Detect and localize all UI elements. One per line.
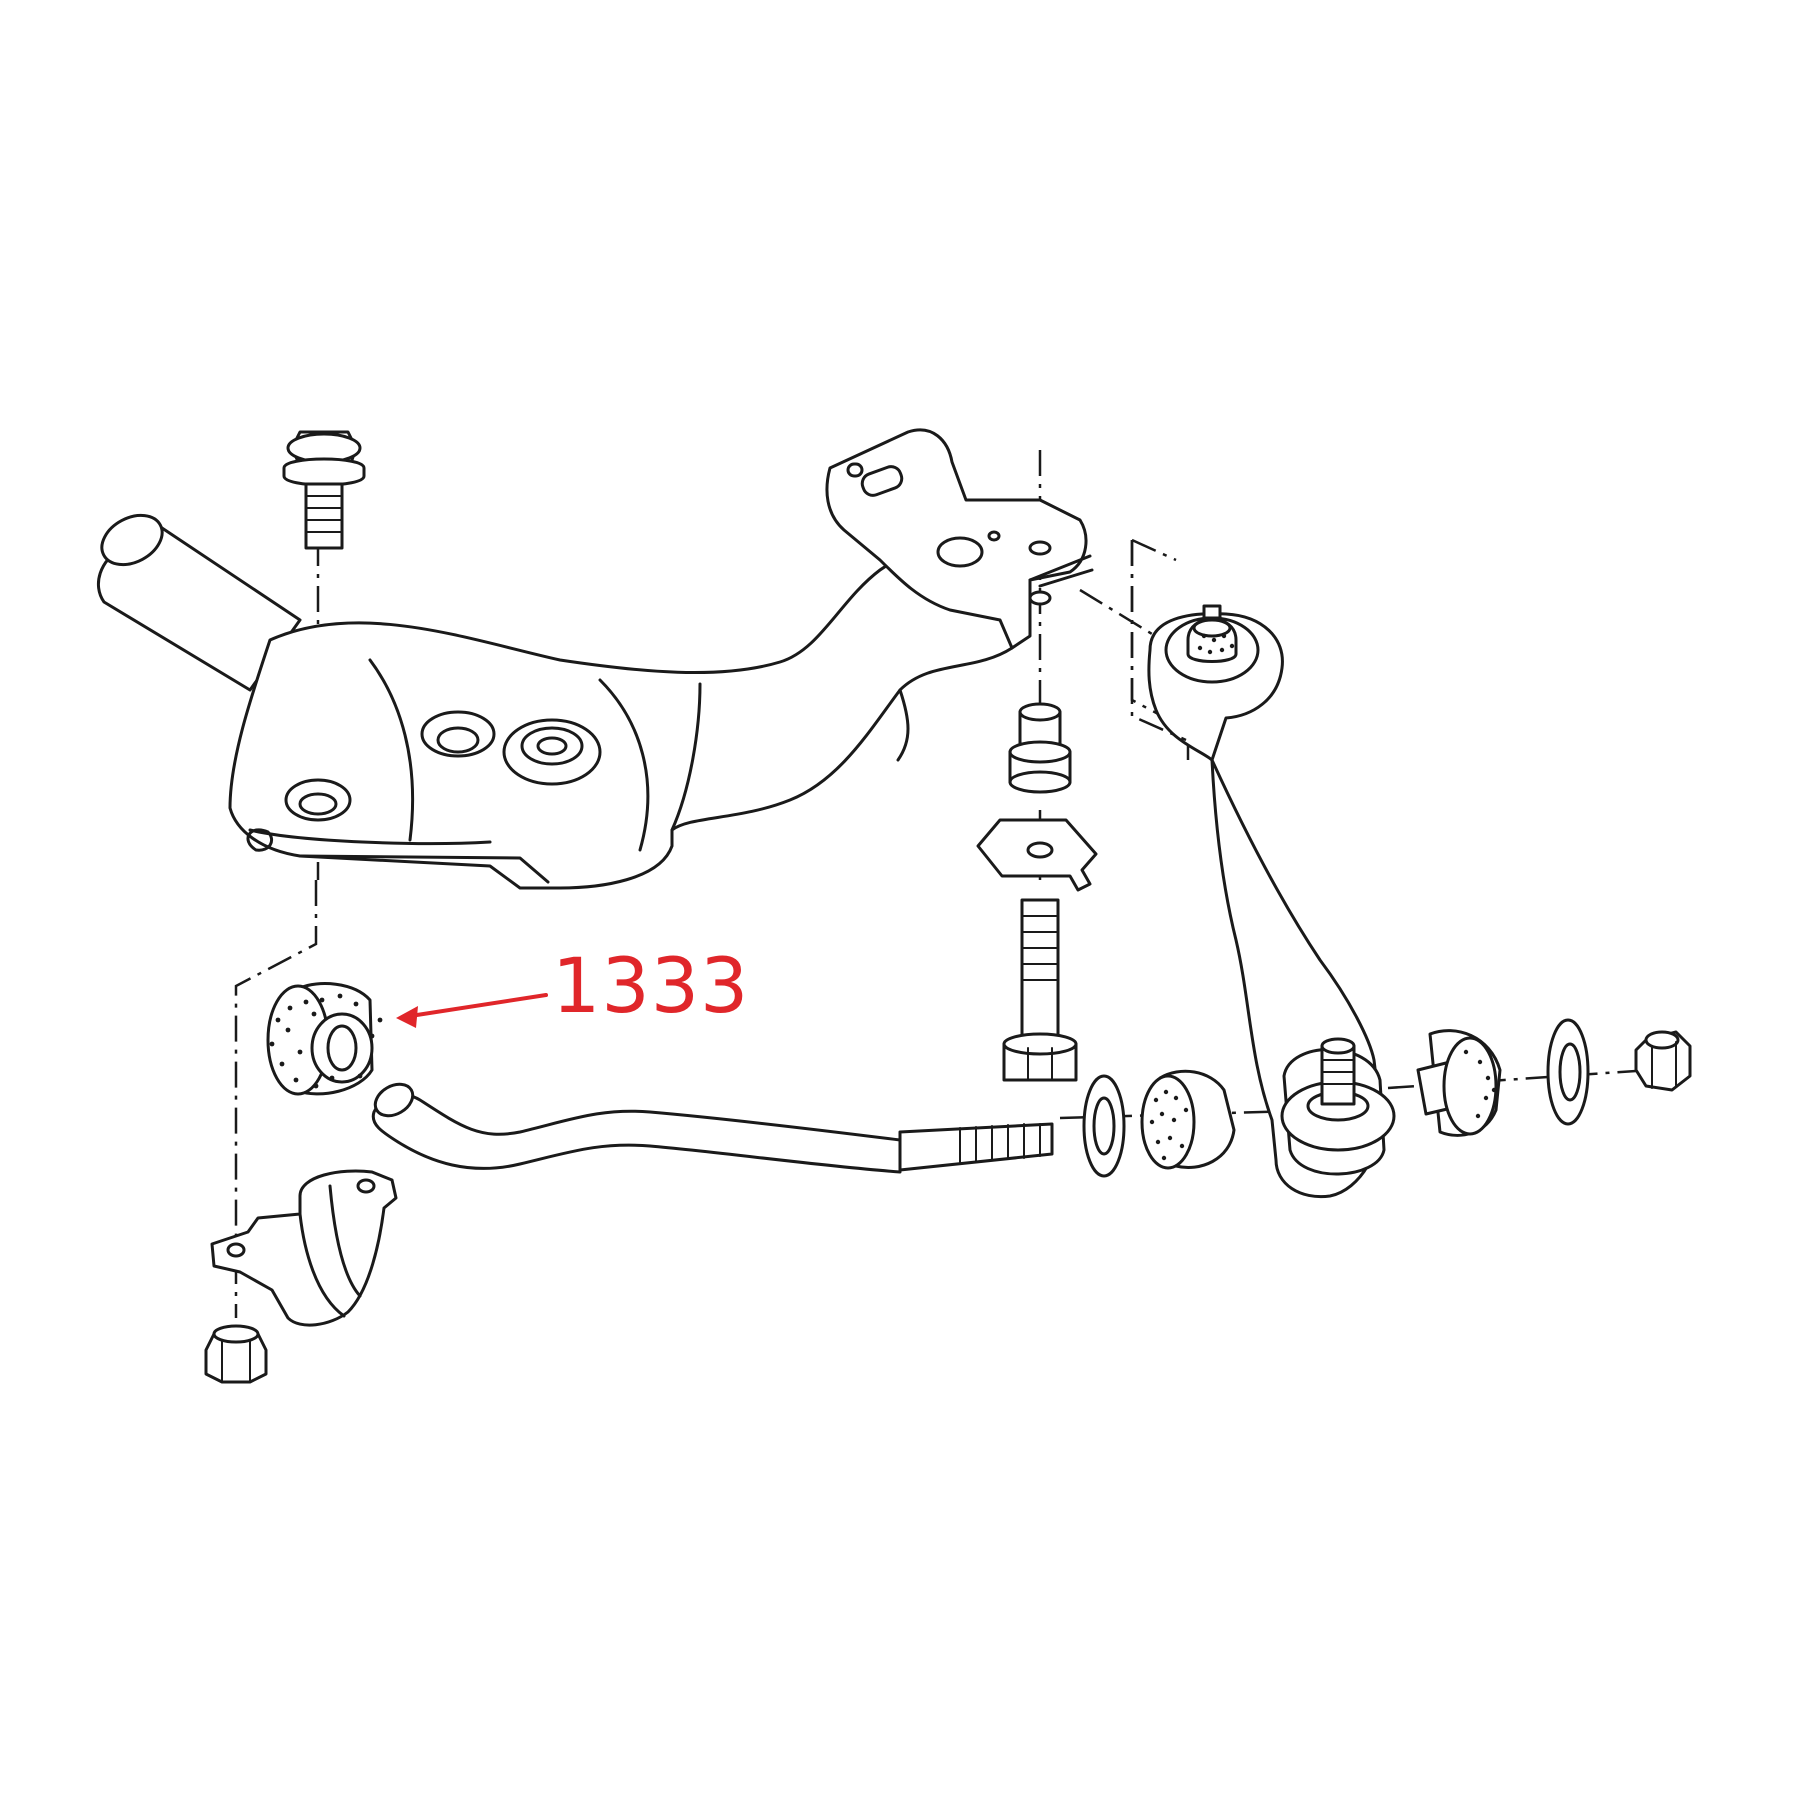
bushing-clamp-icon [210,1169,398,1327]
callout-arrow [396,993,548,1028]
stabilizer-bushing-icon [266,982,383,1096]
spacer-sleeve-icon [1008,702,1072,794]
top-flange-bolt-icon [282,430,366,550]
stabilizer-bar-icon [371,1082,1054,1174]
rubber-grommet-icon [1416,1029,1502,1137]
cup-washer-icon [1546,1018,1590,1126]
stud-bolt-icon [1002,898,1078,1082]
locking-plate-icon [976,818,1098,892]
mounting-bracket-icon [825,428,1094,650]
part-number-label: 1333 [552,941,750,1030]
cup-washer-icon [1082,1074,1126,1178]
control-arm-icon [1130,538,1396,1199]
rubber-grommet-icon [1140,1069,1236,1170]
rear-subframe-icon [96,513,1014,890]
flange-nut-icon [204,1324,268,1384]
end-nut-icon [1634,1030,1692,1092]
